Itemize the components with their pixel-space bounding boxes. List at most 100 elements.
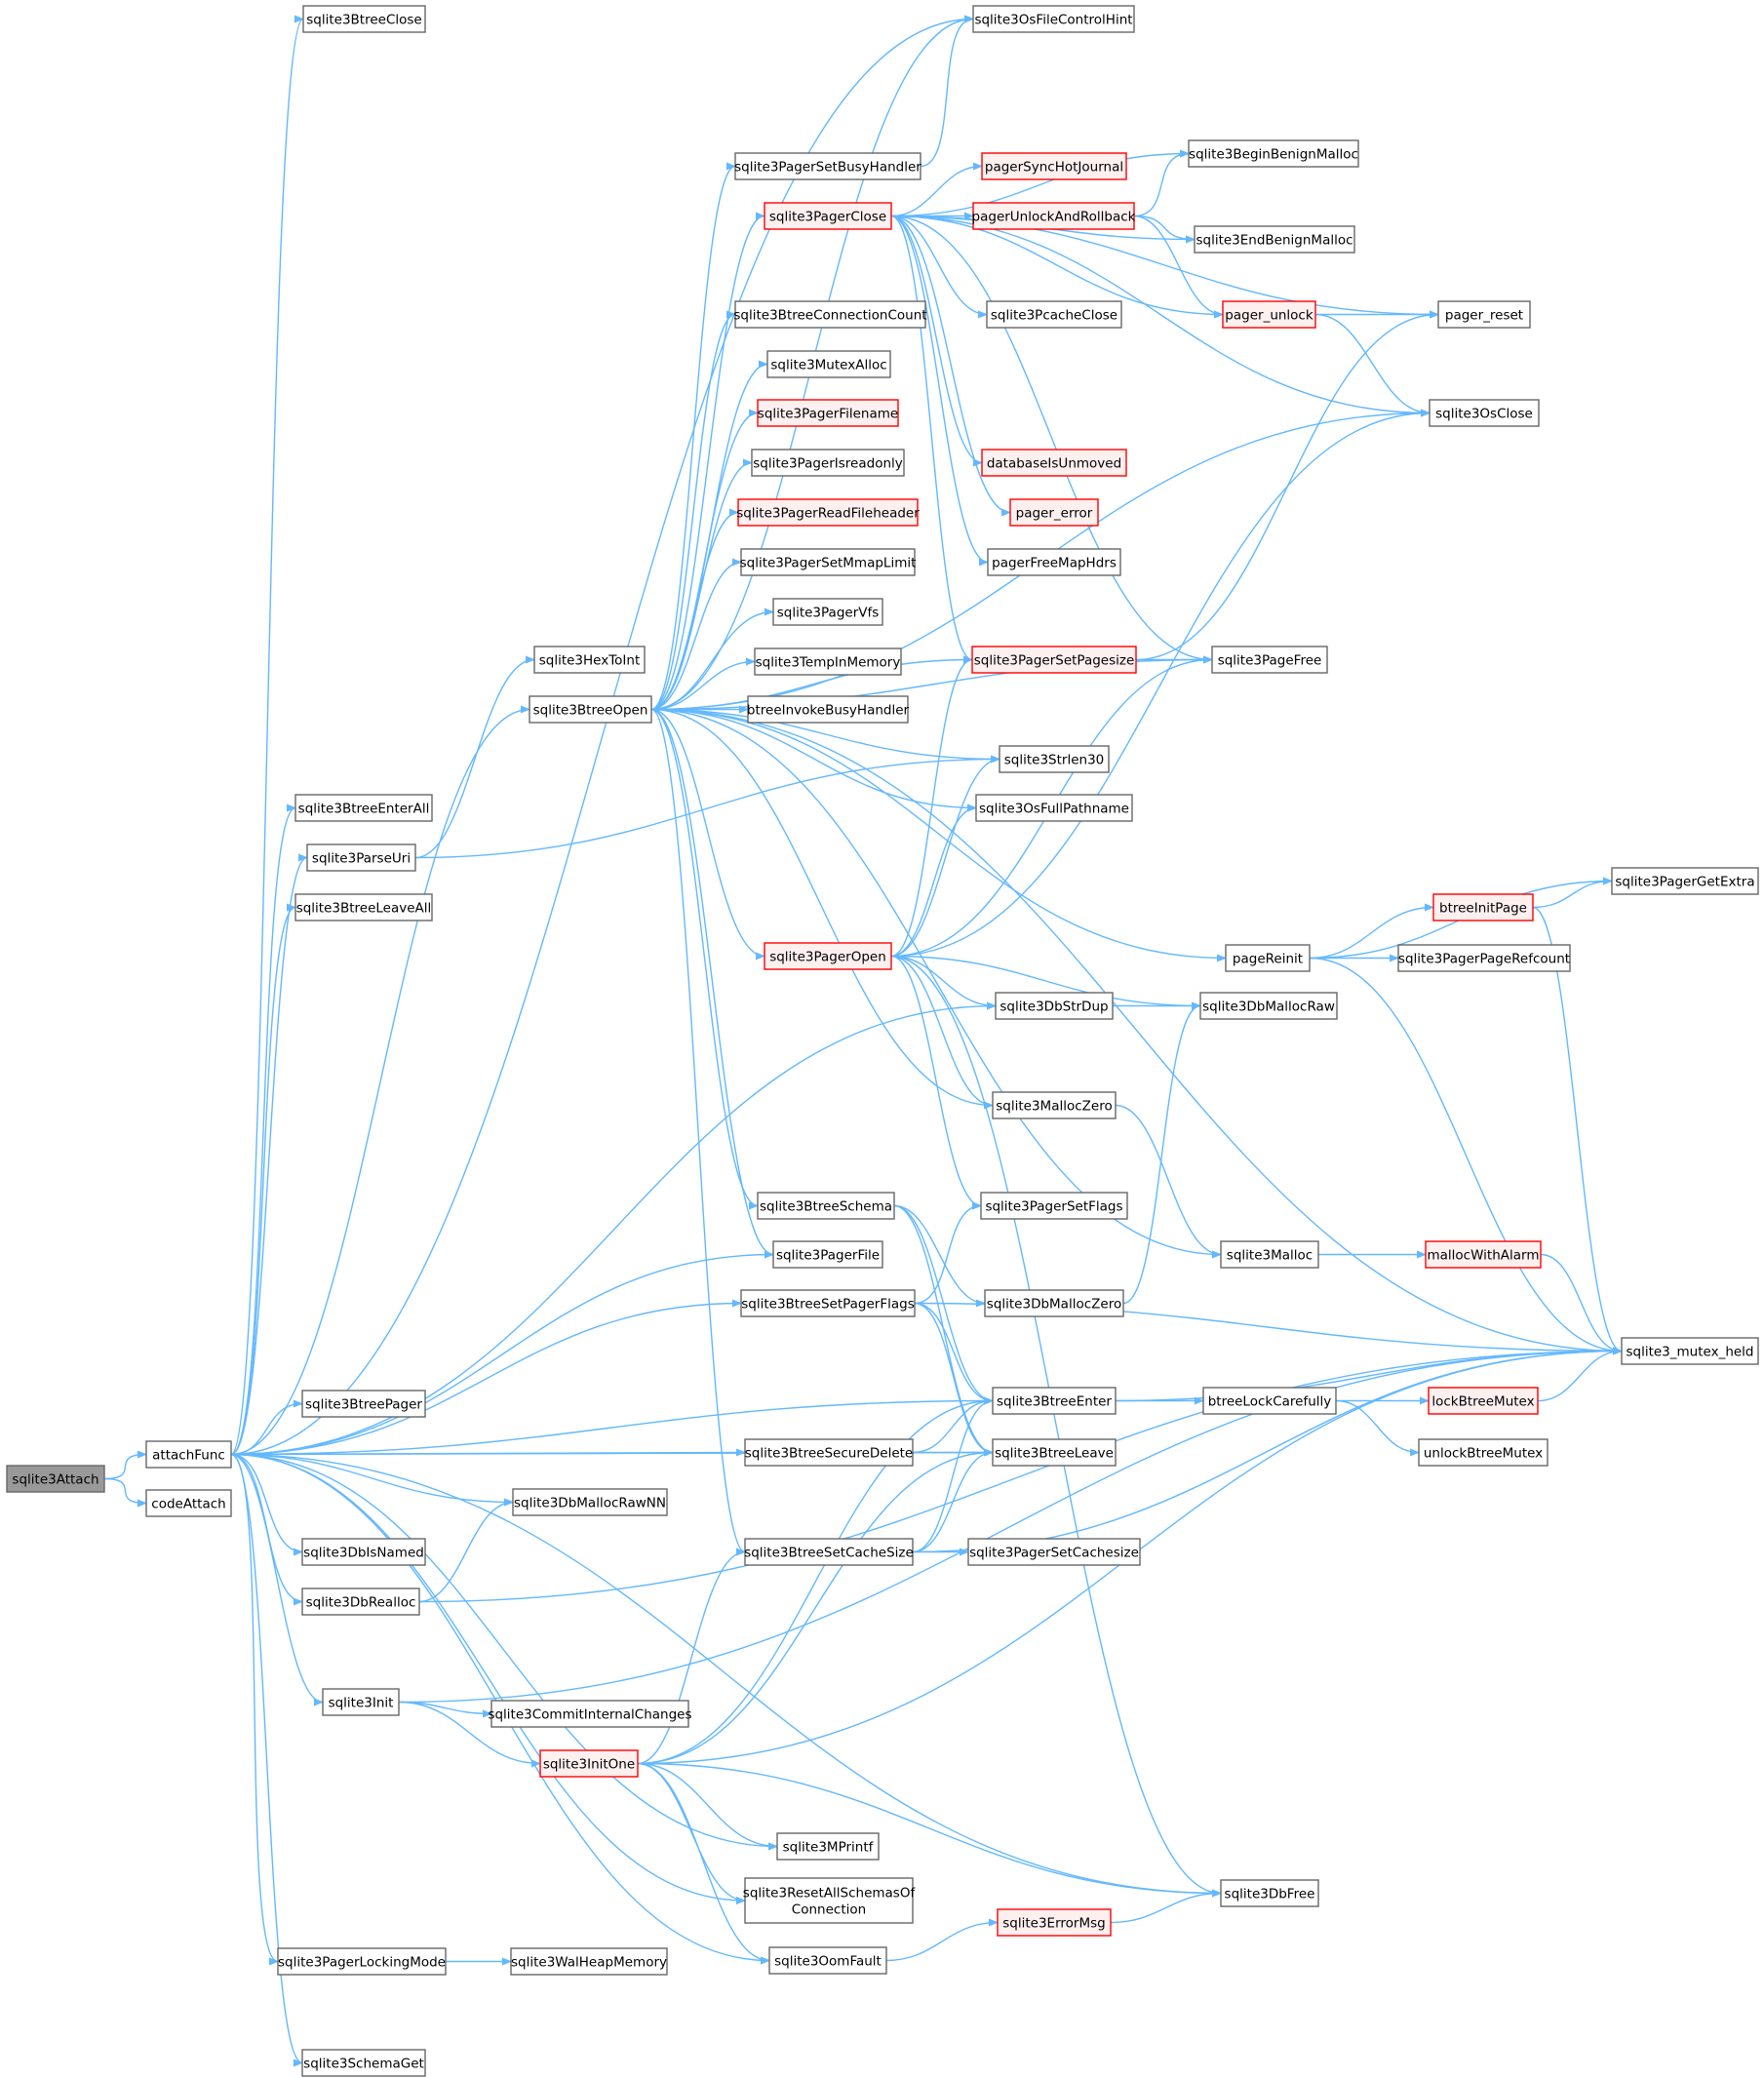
- node-sqlite3_mutex_held[interactable]: sqlite3_mutex_held: [1621, 1337, 1759, 1365]
- node-sqlite3BtreeLeave[interactable]: sqlite3BtreeLeave: [992, 1438, 1117, 1467]
- node-pagerFreeMapHdrs[interactable]: pagerFreeMapHdrs: [987, 548, 1121, 576]
- node-sqlite3DbMallocRawNN[interactable]: sqlite3DbMallocRawNN: [512, 1488, 668, 1516]
- node-label: attachFunc: [152, 1448, 225, 1464]
- node-sqlite3OsClose[interactable]: sqlite3OsClose: [1429, 399, 1540, 427]
- node-sqlite3HexToInt[interactable]: sqlite3HexToInt: [533, 646, 646, 674]
- node-sqlite3ErrorMsg[interactable]: sqlite3ErrorMsg: [997, 1908, 1112, 1937]
- node-databaseIsUnmoved[interactable]: databaseIsUnmoved: [981, 449, 1127, 477]
- node-label: sqlite3DbFree: [1225, 1887, 1315, 1902]
- node-sqlite3PagerSetCachesize[interactable]: sqlite3PagerSetCachesize: [967, 1538, 1141, 1566]
- node-sqlite3PagerClose[interactable]: sqlite3PagerClose: [764, 202, 892, 230]
- node-sqlite3BtreeOpen[interactable]: sqlite3BtreeOpen: [529, 695, 652, 724]
- edge-sqlite3InitOne-sqlite3ResetAllSchemasOfConnection: [637, 1762, 746, 1904]
- node-label: sqlite3BtreeSchema: [760, 1199, 892, 1215]
- node-label: sqlite3BeginBenignMalloc: [1189, 147, 1358, 163]
- node-sqlite3InitOne[interactable]: sqlite3InitOne: [539, 1749, 639, 1778]
- node-label: sqlite3PcacheClose: [991, 308, 1117, 324]
- node-sqlite3PagerPageRefcount[interactable]: sqlite3PagerPageRefcount: [1397, 944, 1571, 972]
- node-sqlite3SchemaGet[interactable]: sqlite3SchemaGet: [301, 2049, 426, 2077]
- node-box: [971, 646, 1137, 674]
- node-sqlite3DbRealloc[interactable]: sqlite3DbRealloc: [301, 1588, 420, 1616]
- node-sqlite3BeginBenignMalloc[interactable]: sqlite3BeginBenignMalloc: [1188, 139, 1359, 168]
- node-label: pageReinit: [1233, 952, 1303, 967]
- node-sqlite3PagerOpen[interactable]: sqlite3PagerOpen: [764, 942, 892, 970]
- node-sqlite3PagerSetFlags[interactable]: sqlite3PagerSetFlags: [980, 1192, 1128, 1220]
- node-sqlite3PagerSetMmapLimit[interactable]: sqlite3PagerSetMmapLimit: [740, 548, 917, 576]
- node-sqlite3BtreeSchema[interactable]: sqlite3BtreeSchema: [757, 1192, 895, 1220]
- node-pager_unlock[interactable]: pager_unlock: [1222, 300, 1316, 329]
- node-sqlite3DbMallocRaw[interactable]: sqlite3DbMallocRaw: [1199, 992, 1338, 1020]
- node-sqlite3BtreeLeaveAll[interactable]: sqlite3BtreeLeaveAll: [294, 893, 433, 921]
- node-sqlite3OomFault[interactable]: sqlite3OomFault: [768, 1946, 887, 1975]
- node-codeAttach[interactable]: codeAttach: [145, 1489, 232, 1517]
- node-label: sqlite3DbRealloc: [306, 1595, 416, 1611]
- node-sqlite3TempInMemory[interactable]: sqlite3TempInMemory: [754, 647, 902, 676]
- node-sqlite3EndBenignMalloc[interactable]: sqlite3EndBenignMalloc: [1194, 225, 1355, 254]
- node-sqlite3BtreeEnter[interactable]: sqlite3BtreeEnter: [992, 1387, 1117, 1415]
- node-pageReinit[interactable]: pageReinit: [1225, 944, 1311, 972]
- node-sqlite3PagerSetBusyHandler[interactable]: sqlite3PagerSetBusyHandler: [734, 152, 921, 180]
- node-btreeInitPage[interactable]: btreeInitPage: [1432, 893, 1534, 921]
- node-sqlite3BtreeSetCacheSize[interactable]: sqlite3BtreeSetCacheSize: [744, 1538, 914, 1566]
- node-sqlite3WalHeapMemory[interactable]: sqlite3WalHeapMemory: [510, 1947, 668, 1976]
- node-sqlite3MutexAlloc[interactable]: sqlite3MutexAlloc: [766, 350, 891, 378]
- edge-sqlite3BtreeOpen-sqlite3Malloc: [650, 708, 1222, 1259]
- node-sqlite3DbMallocZero[interactable]: sqlite3DbMallocZero: [984, 1289, 1124, 1317]
- node-box: [972, 5, 1135, 33]
- node-sqlite3BtreeSecureDelete[interactable]: sqlite3BtreeSecureDelete: [744, 1438, 914, 1467]
- edge-sqlite3ParseUri-sqlite3Strlen30: [414, 755, 1000, 859]
- node-label: sqlite3SchemaGet: [303, 2057, 424, 2072]
- node-unlockBtreeMutex[interactable]: unlockBtreeMutex: [1418, 1438, 1548, 1467]
- node-sqlite3Strlen30[interactable]: sqlite3Strlen30: [999, 745, 1110, 773]
- node-sqlite3MPrintf[interactable]: sqlite3MPrintf: [776, 1832, 880, 1861]
- node-sqlite3BtreeSetPagerFlags[interactable]: sqlite3BtreeSetPagerFlags: [740, 1289, 916, 1317]
- node-sqlite3PagerFilename[interactable]: sqlite3PagerFilename: [757, 399, 899, 427]
- node-sqlite3DbFree[interactable]: sqlite3DbFree: [1220, 1879, 1319, 1907]
- node-sqlite3OsFileControlHint[interactable]: sqlite3OsFileControlHint: [972, 5, 1135, 33]
- node-lockBtreeMutex[interactable]: lockBtreeMutex: [1428, 1387, 1539, 1415]
- edge-attachFunc-sqlite3BtreeSetPagerFlags: [230, 1299, 742, 1456]
- node-sqlite3PageFree[interactable]: sqlite3PageFree: [1211, 646, 1328, 674]
- node-sqlite3PagerVfs[interactable]: sqlite3PagerVfs: [772, 598, 883, 626]
- node-label: sqlite3TempInMemory: [756, 655, 901, 671]
- edge-attachFunc-sqlite3BtreePager: [230, 1399, 303, 1456]
- node-sqlite3DbIsNamed[interactable]: sqlite3DbIsNamed: [301, 1538, 426, 1566]
- node-sqlite3PagerGetExtra[interactable]: sqlite3PagerGetExtra: [1611, 867, 1759, 895]
- node-pager_reset[interactable]: pager_reset: [1437, 300, 1531, 329]
- edge-sqlite3InitOne-sqlite3MPrintf: [637, 1762, 778, 1851]
- node-sqlite3PagerIsreadonly[interactable]: sqlite3PagerIsreadonly: [751, 449, 905, 477]
- node-sqlite3BtreeEnterAll[interactable]: sqlite3BtreeEnterAll: [294, 794, 433, 822]
- node-sqlite3Attach[interactable]: sqlite3Attach: [6, 1465, 105, 1493]
- node-btreeLockCarefully[interactable]: btreeLockCarefully: [1202, 1387, 1337, 1415]
- node-sqlite3PagerReadFileheader[interactable]: sqlite3PagerReadFileheader: [736, 498, 920, 527]
- node-label: btreeInitPage: [1439, 901, 1527, 917]
- node-pager_error[interactable]: pager_error: [1009, 498, 1099, 527]
- node-box: [1199, 992, 1338, 1020]
- node-box: [999, 745, 1110, 773]
- node-sqlite3PagerSetPagesize[interactable]: sqlite3PagerSetPagesize: [971, 646, 1137, 674]
- node-sqlite3PagerLockingMode[interactable]: sqlite3PagerLockingMode: [277, 1947, 447, 1976]
- node-label: sqlite3MutexAlloc: [770, 358, 886, 373]
- node-sqlite3DbStrDup[interactable]: sqlite3DbStrDup: [995, 992, 1114, 1020]
- node-sqlite3BtreePager[interactable]: sqlite3BtreePager: [301, 1390, 426, 1418]
- node-sqlite3MallocZero[interactable]: sqlite3MallocZero: [992, 1091, 1117, 1119]
- node-sqlite3OsFullPathname[interactable]: sqlite3OsFullPathname: [975, 794, 1133, 822]
- node-sqlite3BtreeClose[interactable]: sqlite3BtreeClose: [302, 5, 426, 33]
- node-sqlite3PcacheClose[interactable]: sqlite3PcacheClose: [986, 300, 1122, 329]
- node-sqlite3Malloc[interactable]: sqlite3Malloc: [1220, 1240, 1319, 1269]
- node-sqlite3CommitInternalChanges[interactable]: sqlite3CommitInternalChanges: [488, 1700, 692, 1728]
- node-sqlite3Init[interactable]: sqlite3Init: [322, 1688, 400, 1716]
- node-attachFunc[interactable]: attachFunc: [145, 1440, 232, 1469]
- node-box: [1397, 944, 1571, 972]
- edge-sqlite3PagerClose-sqlite3PagerSetPagesize: [890, 215, 973, 664]
- node-btreeInvokeBusyHandler[interactable]: btreeInvokeBusyHandler: [747, 695, 910, 724]
- node-mallocWithAlarm[interactable]: mallocWithAlarm: [1425, 1240, 1542, 1269]
- node-sqlite3PagerFile[interactable]: sqlite3PagerFile: [772, 1240, 883, 1269]
- node-pagerSyncHotJournal[interactable]: pagerSyncHotJournal: [981, 152, 1127, 180]
- node-label: btreeInvokeBusyHandler: [747, 703, 910, 719]
- node-pagerUnlockAndRollback[interactable]: pagerUnlockAndRollback: [972, 202, 1136, 230]
- node-sqlite3ParseUri[interactable]: sqlite3ParseUri: [306, 843, 416, 872]
- node-sqlite3BtreeConnectionCount[interactable]: sqlite3BtreeConnectionCount: [733, 300, 927, 329]
